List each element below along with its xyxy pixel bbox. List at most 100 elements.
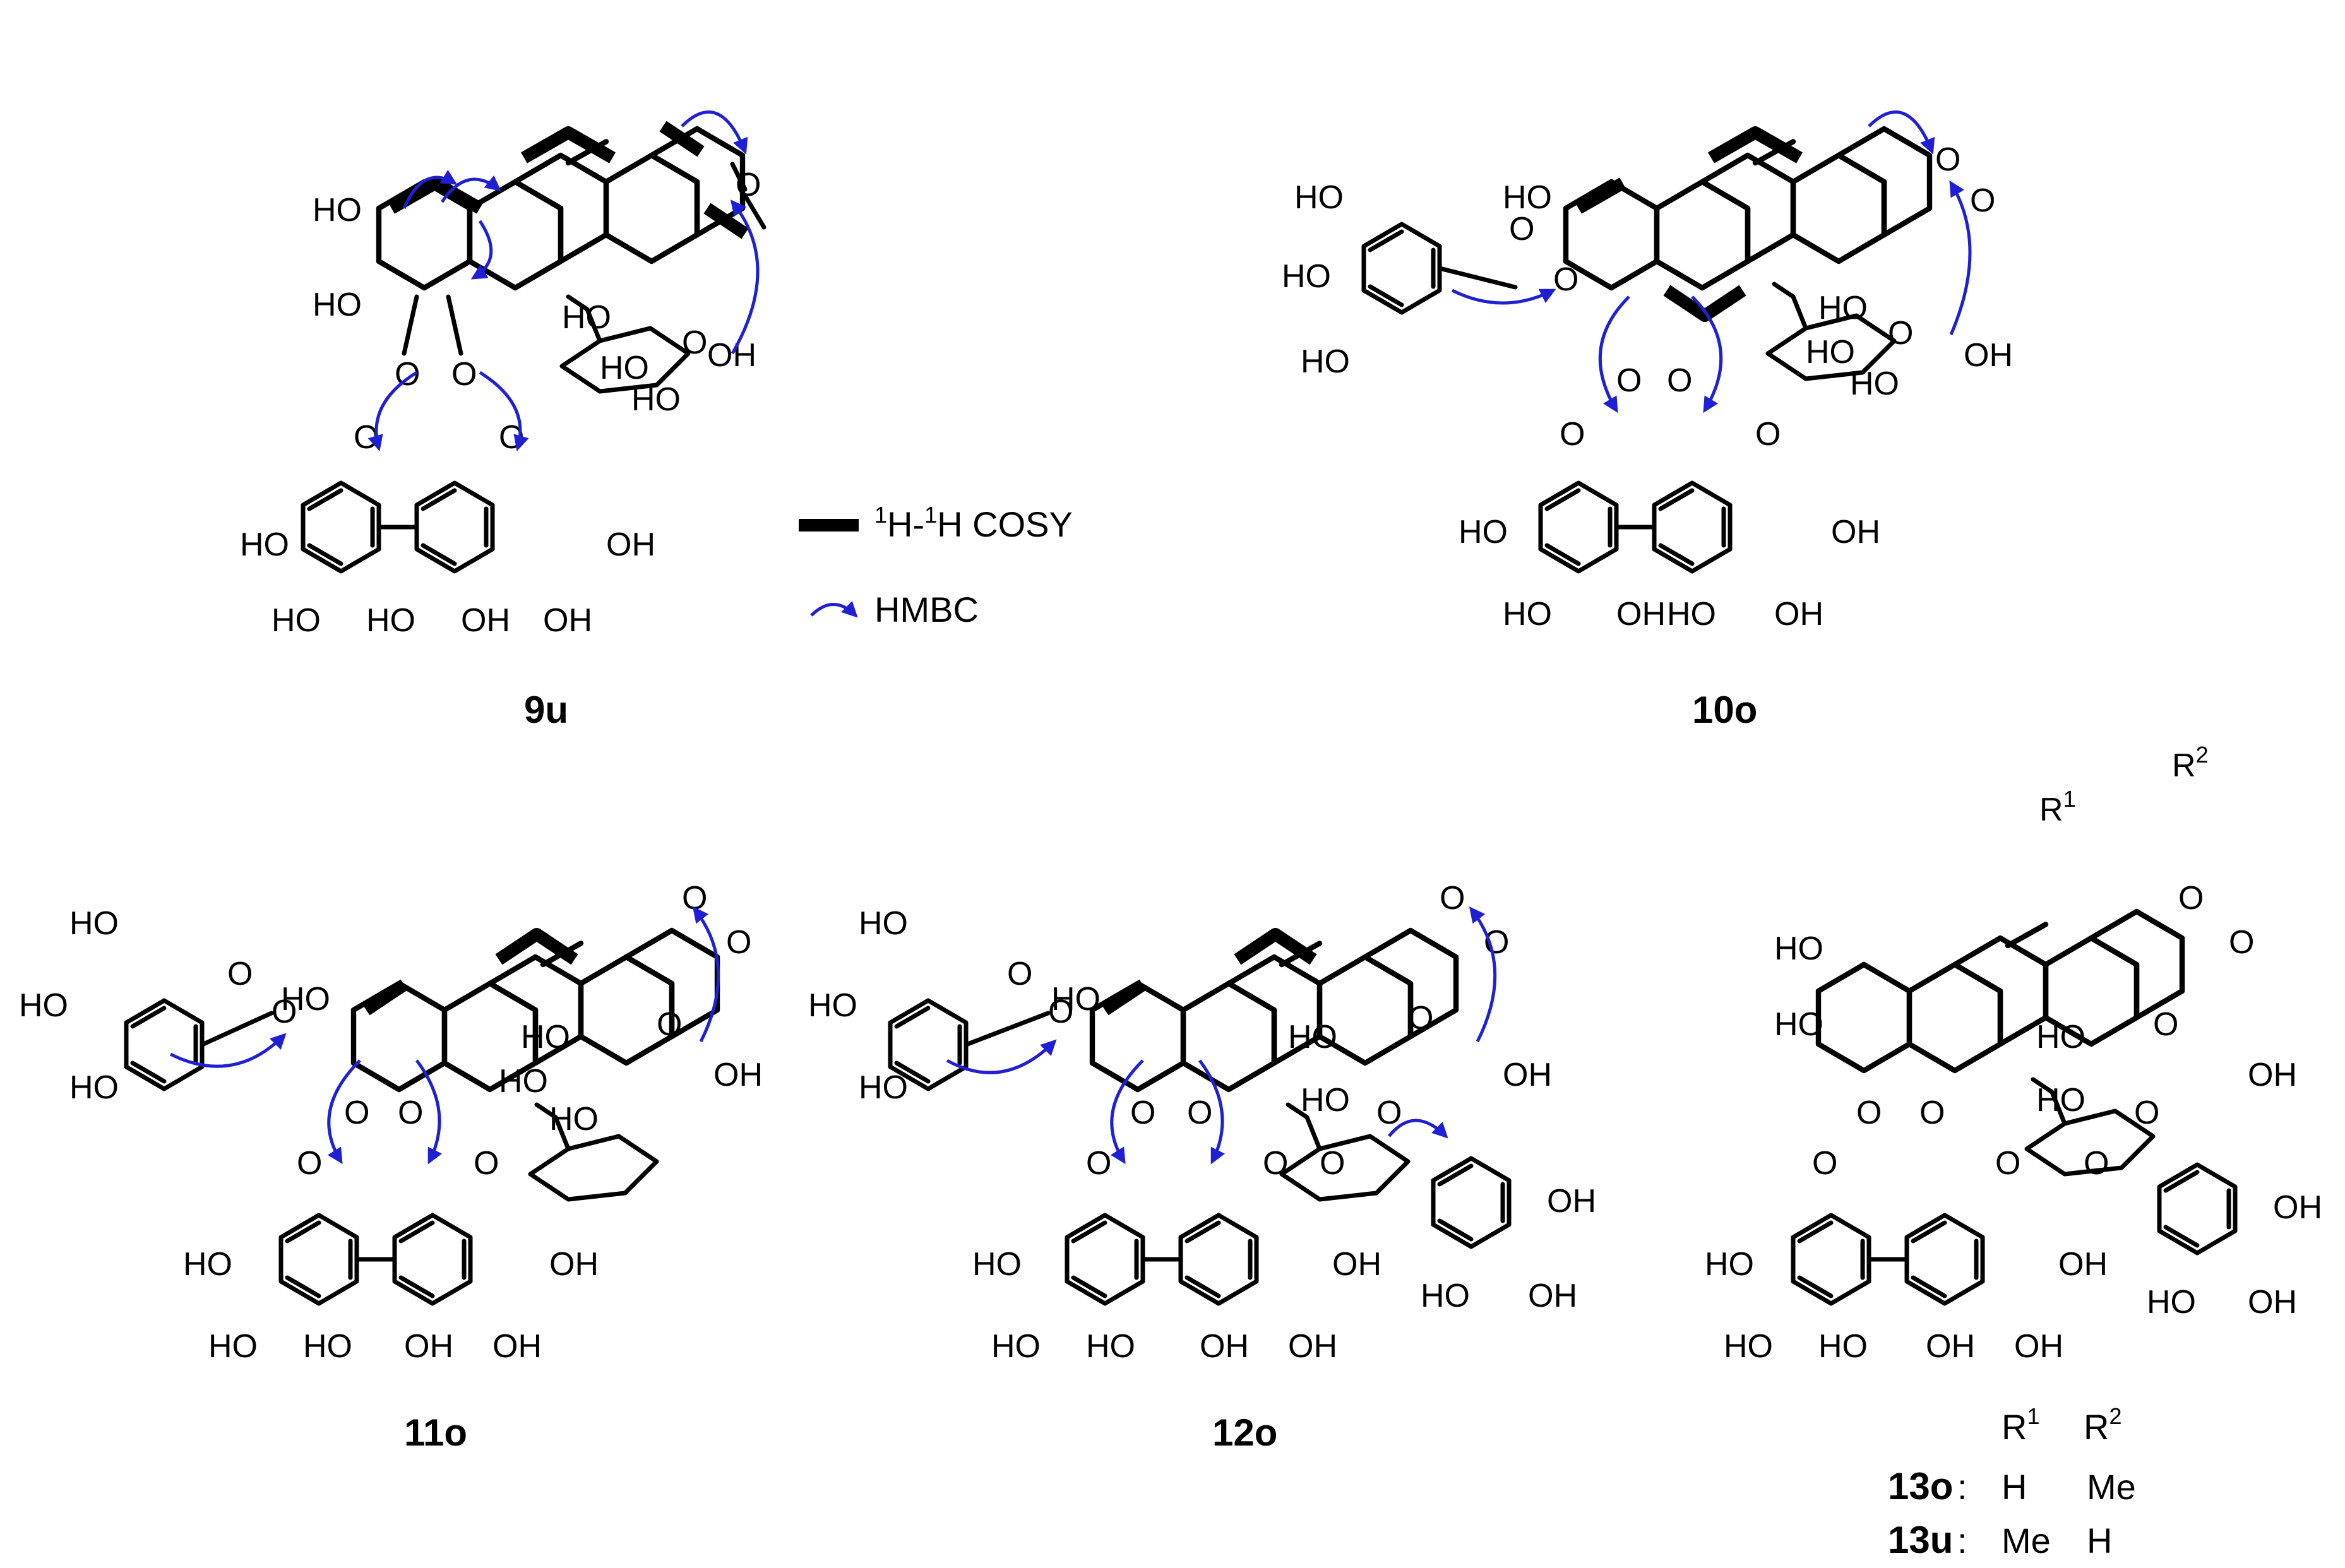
atom-label: OH	[1288, 1328, 1337, 1365]
table-row-13u: 13u : Me H	[1888, 1519, 2112, 1561]
atom-label: O	[1187, 1095, 1212, 1131]
atom-label: HO	[1086, 1328, 1135, 1365]
atom-label: O	[1970, 182, 1995, 219]
atom-label: OH	[2014, 1328, 2063, 1365]
atom-label: HO	[208, 1328, 258, 1365]
atom-label: HO	[1774, 930, 1823, 967]
atom-label: HO	[808, 987, 857, 1024]
atom-label: O	[1812, 1145, 1837, 1182]
atom-label: HO	[2147, 1284, 2196, 1321]
atom-label: HO	[991, 1328, 1041, 1365]
atom-label: O	[1856, 1095, 1882, 1131]
atom-label: O	[474, 1145, 499, 1182]
atom-label: HO	[313, 287, 362, 323]
atom-label: O	[1935, 141, 1960, 178]
atom-label: HO	[1288, 1019, 1337, 1055]
atom-label: O	[1263, 1145, 1288, 1182]
atom-label: O	[1755, 416, 1781, 453]
atom-label: O	[657, 1006, 682, 1043]
table-row-13o: 13o : H Me	[1888, 1465, 2136, 1507]
atom-label: HO	[1459, 514, 1508, 550]
atom-label: O	[344, 1095, 369, 1131]
atom-label: OH	[404, 1328, 453, 1365]
atom-label: OH	[1774, 596, 1823, 633]
compound-label-10o: 10o	[1692, 689, 1757, 731]
atom-label: OH	[1831, 514, 1880, 550]
atom-label: O	[1007, 956, 1032, 992]
atom-label: HO	[1850, 365, 1899, 402]
row-r1: Me	[2002, 1521, 2051, 1560]
atom-label: OH	[2248, 1057, 2297, 1093]
atom-label: OH	[707, 337, 756, 374]
atom-label: O	[297, 1145, 322, 1182]
compound-11o: HO HO HO HO O O O O O HO HO HO OH O O O …	[19, 880, 763, 1454]
atom-label: HO	[1421, 1278, 1470, 1314]
atom-label: O	[2134, 1095, 2159, 1131]
atom-label: O	[2153, 1006, 2178, 1043]
atom-label: HO	[1503, 596, 1552, 633]
atom-label: OH	[1964, 337, 2013, 374]
atom-label: HO	[69, 905, 119, 942]
compound-10o: HO HO HO HO O O O O O HO HO HO OH O O O …	[1282, 110, 2013, 731]
atom-label: O	[2178, 880, 2204, 917]
compound-label-9u: 9u	[524, 689, 568, 731]
atom-label: HO	[1301, 1082, 1350, 1119]
atom-label: HO	[521, 1019, 570, 1055]
table-header-r2: R2	[2084, 1403, 2121, 1447]
atom-label: OH	[1332, 1246, 1381, 1283]
row-r2: Me	[2087, 1467, 2136, 1507]
atom-label: HO	[303, 1328, 352, 1365]
compound-12o: HO HO HO HO O O O O O HO HO OH O O OH HO…	[808, 880, 1596, 1454]
atom-label: HO	[1818, 1328, 1868, 1365]
atom-label: OH	[2248, 1284, 2297, 1321]
atom-label: O	[451, 356, 477, 393]
atom-label: O	[271, 994, 297, 1030]
atom-label: OH	[1616, 596, 1666, 633]
atom-label: HO	[313, 192, 362, 229]
row-sep: :	[1957, 1467, 1967, 1507]
atom-label: OH	[1528, 1278, 1577, 1314]
legend-hmbc-label: HMBC	[874, 590, 979, 629]
atom-label: OH	[549, 1246, 599, 1283]
atom-label: HO	[240, 526, 289, 563]
atom-label: HO	[19, 987, 68, 1024]
atom-label: HO	[1503, 179, 1552, 216]
compound-9u: HO HO O O HO HO HO OH O O O O HO HO HO O…	[240, 110, 767, 731]
atom-label: HO	[499, 1063, 548, 1100]
atom-label: O	[1408, 1000, 1433, 1036]
atom-label: O	[398, 1095, 423, 1131]
atom-label: HO	[69, 1069, 119, 1106]
atom-label: O	[1484, 924, 1509, 961]
atom-label: HO	[366, 602, 415, 639]
atom-label: HO	[631, 381, 681, 418]
atom-label: OH	[543, 602, 592, 639]
atom-label: HO	[281, 981, 330, 1018]
atom-label: HO	[1667, 596, 1716, 633]
row-r1: H	[2002, 1467, 2027, 1507]
atom-label: O	[682, 324, 707, 361]
atom-label: HO	[271, 602, 321, 639]
atom-label: HO	[1806, 334, 1855, 371]
atom-label: OH	[2273, 1189, 2322, 1226]
atom-label: O	[1616, 362, 1642, 399]
atom-label: HO	[183, 1246, 232, 1283]
atom-label: O	[1048, 994, 1073, 1030]
atom-label: HO	[1282, 258, 1331, 295]
atom-label: O	[1919, 1095, 1945, 1131]
compound-label-12o: 12o	[1212, 1411, 1277, 1454]
atom-label: OH	[713, 1057, 763, 1093]
atom-label: O	[1995, 1145, 2020, 1182]
atom-label: O	[1376, 1095, 1402, 1131]
atom-label: OH	[1547, 1183, 1596, 1220]
atom-label: OH	[461, 602, 510, 639]
atom-label: HO	[549, 1101, 599, 1137]
atom-label: O	[1509, 211, 1534, 247]
atom-label: HO	[600, 350, 649, 386]
atom-label: HO	[1724, 1328, 1773, 1365]
atom-label: OH	[1926, 1328, 1975, 1365]
atom-label: HO	[2036, 1019, 2085, 1055]
atom-label: OH	[1503, 1057, 1552, 1093]
atom-label: O	[1667, 362, 1692, 399]
atom-label: HO	[1301, 343, 1350, 380]
atom-label: O	[1086, 1145, 1111, 1182]
